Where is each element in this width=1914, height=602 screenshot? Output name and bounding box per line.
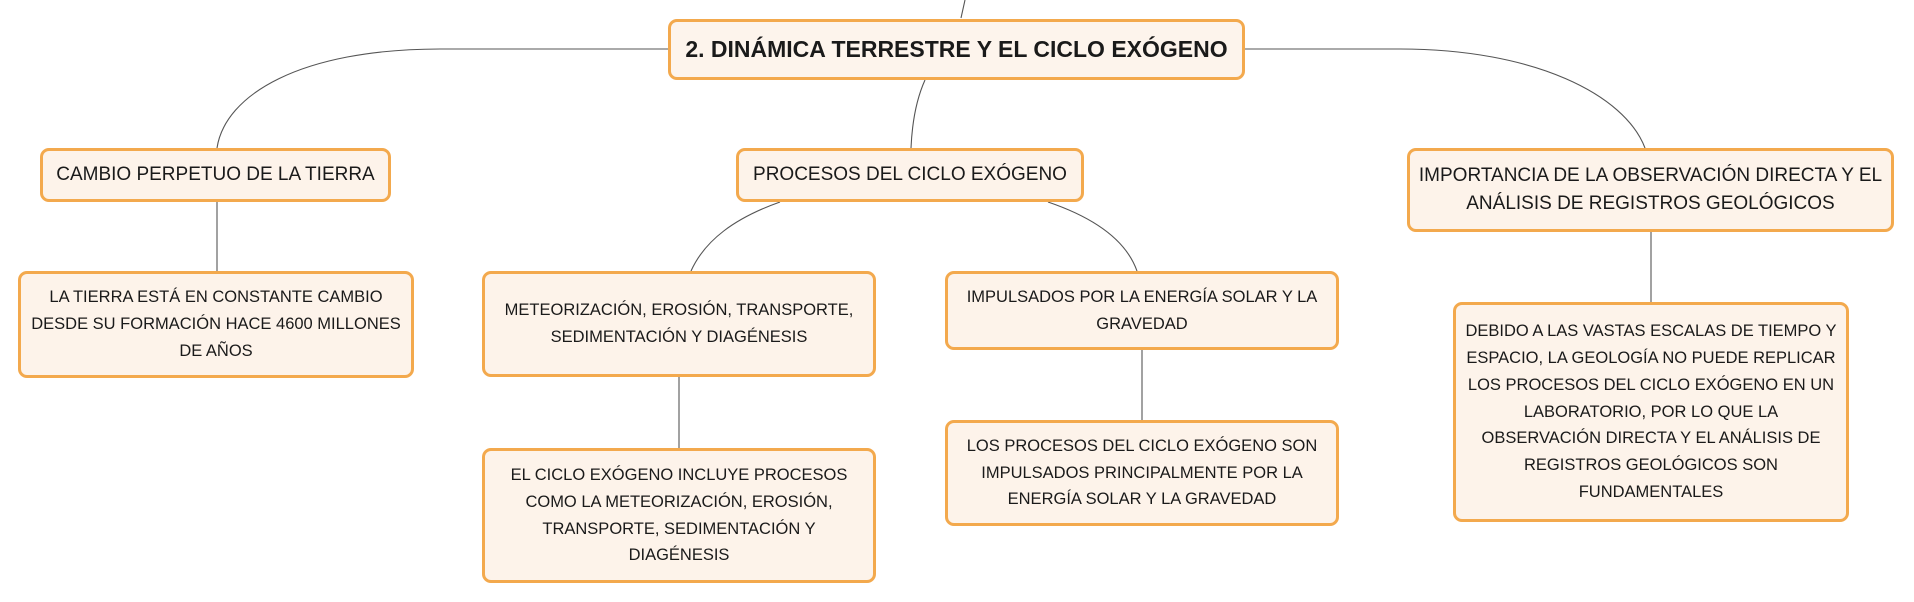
subtopic-cambio-detail[interactable]: LA TIERRA ESTÁ EN CONSTANTE CAMBIO DESDE…	[18, 271, 414, 378]
subtopic-impulsados-detail-label: LOS PROCESOS DEL CICLO EXÓGENO SON IMPUL…	[966, 436, 1318, 509]
topic-cambio-perpetuo-label: CAMBIO PERPETUO DE LA TIERRA	[56, 164, 375, 186]
connector-root-to-cambio	[216, 48, 672, 149]
subtopic-importancia-detail-label: DEBIDO A LAS VASTAS ESCALAS DE TIEMPO Y …	[1465, 322, 1837, 501]
subtopic-impulsados-label: IMPULSADOS POR LA ENERGÍA SOLAR Y LA GRA…	[966, 287, 1318, 333]
subtopic-cambio-detail-label: LA TIERRA ESTÁ EN CONSTANTE CAMBIO DESDE…	[31, 288, 401, 360]
topic-importancia-observacion[interactable]: IMPORTANCIA DE LA OBSERVACIÓN DIRECTA Y …	[1407, 148, 1894, 232]
topic-procesos-ciclo-exogeno[interactable]: PROCESOS DEL CICLO EXÓGENO	[736, 148, 1084, 202]
subtopic-meteorizacion-label: METEORIZACIÓN, EROSIÓN, TRANSPORTE, SEDI…	[504, 301, 854, 346]
topic-procesos-label: PROCESOS DEL CICLO EXÓGENO	[753, 164, 1067, 186]
subtopic-importancia-detail[interactable]: DEBIDO A LAS VASTAS ESCALAS DE TIEMPO Y …	[1453, 302, 1849, 522]
root-topic-label: 2. DINÁMICA TERRESTRE Y EL CICLO EXÓGENO	[685, 35, 1228, 62]
subtopic-meteorizacion-detail[interactable]: EL CICLO EXÓGENO INCLUYE PROCESOS COMO L…	[482, 448, 876, 583]
connector-parent-to-root	[960, 0, 966, 19]
subtopic-meteorizacion-detail-label: EL CICLO EXÓGENO INCLUYE PROCESOS COMO L…	[510, 466, 848, 565]
connector-root-to-procesos	[910, 79, 926, 149]
topic-cambio-perpetuo[interactable]: CAMBIO PERPETUO DE LA TIERRA	[40, 148, 391, 202]
subtopic-impulsados[interactable]: IMPULSADOS POR LA ENERGÍA SOLAR Y LA GRA…	[945, 271, 1339, 350]
subtopic-meteorizacion[interactable]: METEORIZACIÓN, EROSIÓN, TRANSPORTE, SEDI…	[482, 271, 876, 377]
connector-procesos-to-meteorizacion	[690, 201, 781, 272]
connector-procesos-to-impulsados	[1047, 201, 1138, 272]
connector-root-to-importancia	[1244, 48, 1646, 149]
topic-importancia-label: IMPORTANCIA DE LA OBSERVACIÓN DIRECTA Y …	[1418, 165, 1883, 214]
subtopic-impulsados-detail[interactable]: LOS PROCESOS DEL CICLO EXÓGENO SON IMPUL…	[945, 420, 1339, 526]
root-topic[interactable]: 2. DINÁMICA TERRESTRE Y EL CICLO EXÓGENO	[668, 19, 1245, 80]
